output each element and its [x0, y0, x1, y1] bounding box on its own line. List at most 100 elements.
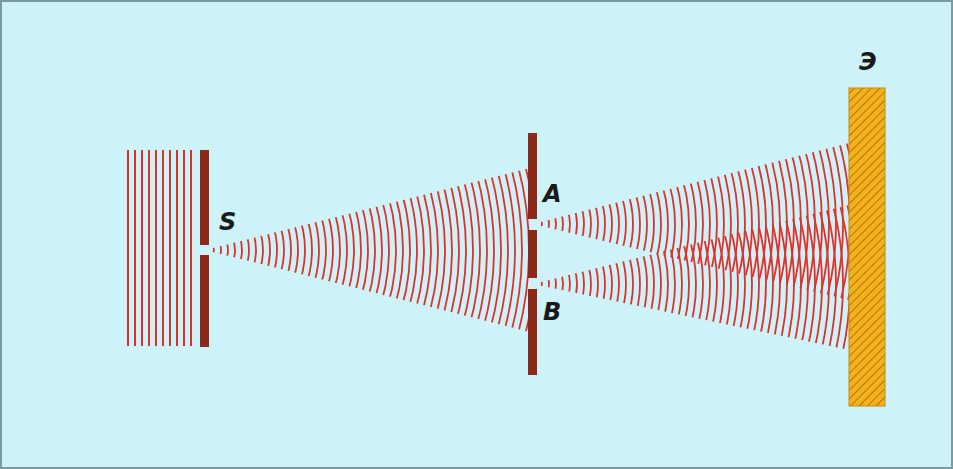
- plane-waves: [128, 150, 191, 346]
- wavefront: [258, 9, 808, 469]
- wavefront: [35, 80, 375, 420]
- wavefront: [21, 66, 389, 434]
- wavefront: [370, 61, 696, 387]
- wavefront: [0, 0, 473, 469]
- wavefront: [258, 0, 808, 469]
- wavefront: [342, 33, 724, 415]
- plane-wavefront: [127, 150, 129, 346]
- wavefront: [0, 0, 543, 469]
- wavefront: [335, 26, 731, 422]
- second-barrier-bottom: [528, 289, 537, 375]
- wavefront: [244, 0, 822, 469]
- wavefront: [0, 0, 522, 469]
- plane-wavefront: [148, 150, 150, 346]
- wavefront: [272, 0, 794, 469]
- wavefront: [230, 0, 836, 469]
- wavefront: [370, 121, 696, 447]
- plane-wavefront: [183, 150, 185, 346]
- wavefront: [244, 0, 822, 469]
- wavefront: [321, 12, 745, 436]
- wavefront: [84, 129, 326, 371]
- wavefront: [0, 0, 487, 469]
- wavefront: [223, 0, 843, 469]
- wavefront: [230, 0, 836, 469]
- wave-from-a: [209, 0, 857, 469]
- slit-label: A: [543, 182, 562, 206]
- wave-from-b: [209, 0, 857, 469]
- wavefront: [0, 0, 466, 469]
- wavefront: [0, 31, 424, 469]
- wavefront: [0, 0, 515, 469]
- wavefront: [0, 0, 494, 469]
- wavefront: [286, 37, 780, 469]
- plane-wavefront: [169, 150, 171, 346]
- wavefront: [363, 114, 703, 454]
- wavefront: [98, 143, 312, 357]
- screen: [849, 88, 885, 406]
- wavefront: [216, 0, 850, 469]
- wavefront: [7, 52, 403, 448]
- wavefront: [28, 73, 382, 427]
- plane-wavefront: [134, 150, 136, 346]
- wavefront: [0, 0, 480, 469]
- plane-wavefront: [176, 150, 178, 346]
- wavefront: [279, 30, 787, 469]
- wavefront: [237, 0, 829, 469]
- wavefront: [328, 79, 738, 469]
- wavefront: [0, 38, 417, 462]
- wavefront: [77, 122, 333, 378]
- wavefront: [0, 0, 501, 469]
- plane-wavefront: [162, 150, 164, 346]
- wavefront: [251, 2, 815, 469]
- wavefront: [307, 0, 759, 450]
- plane-wavefront: [155, 150, 157, 346]
- wavefront: [377, 68, 689, 380]
- wavefront: [0, 10, 445, 469]
- wavefront: [49, 94, 361, 406]
- wavefront: [321, 72, 745, 469]
- slit-label: S: [219, 210, 236, 234]
- wavefront: [293, 44, 773, 469]
- wavefront: [356, 107, 710, 461]
- wavefront: [223, 0, 843, 469]
- wavefront: [0, 17, 438, 469]
- wavefront: [0, 0, 536, 469]
- second-barrier-top: [528, 133, 537, 219]
- wavefront: [265, 0, 801, 469]
- wave-from-s: [0, 0, 543, 469]
- wavefront: [300, 0, 766, 457]
- wavefront: [363, 54, 703, 394]
- wavefront: [42, 87, 368, 413]
- wavefront: [349, 40, 717, 408]
- screen-label: Э: [859, 50, 877, 74]
- first-barrier-bottom: [200, 255, 209, 347]
- wavefront: [356, 47, 710, 401]
- wavefront: [0, 3, 452, 469]
- slit-label: B: [543, 300, 561, 324]
- wavefront: [272, 23, 794, 469]
- wavefront: [377, 128, 689, 440]
- wavefront: [328, 19, 738, 429]
- plane-wavefront: [141, 150, 143, 346]
- first-barrier-top: [200, 150, 209, 245]
- wavefront: [0, 0, 529, 469]
- wavefront: [0, 0, 508, 469]
- wavefront: [63, 108, 347, 392]
- wavefront: [216, 0, 850, 469]
- wavefront: [56, 101, 354, 399]
- second-barrier-middle: [528, 230, 537, 278]
- wavefront: [342, 93, 724, 469]
- wavefront: [209, 0, 857, 469]
- wavefront: [70, 115, 340, 385]
- wavefront: [307, 58, 759, 469]
- wavefront: [0, 24, 431, 469]
- wavefront: [293, 0, 773, 464]
- wavefront: [286, 0, 780, 469]
- wavefront: [349, 100, 717, 468]
- wavefront: [265, 16, 801, 469]
- wavefront: [0, 0, 459, 469]
- wavefront: [105, 150, 305, 350]
- wavefront: [91, 136, 319, 364]
